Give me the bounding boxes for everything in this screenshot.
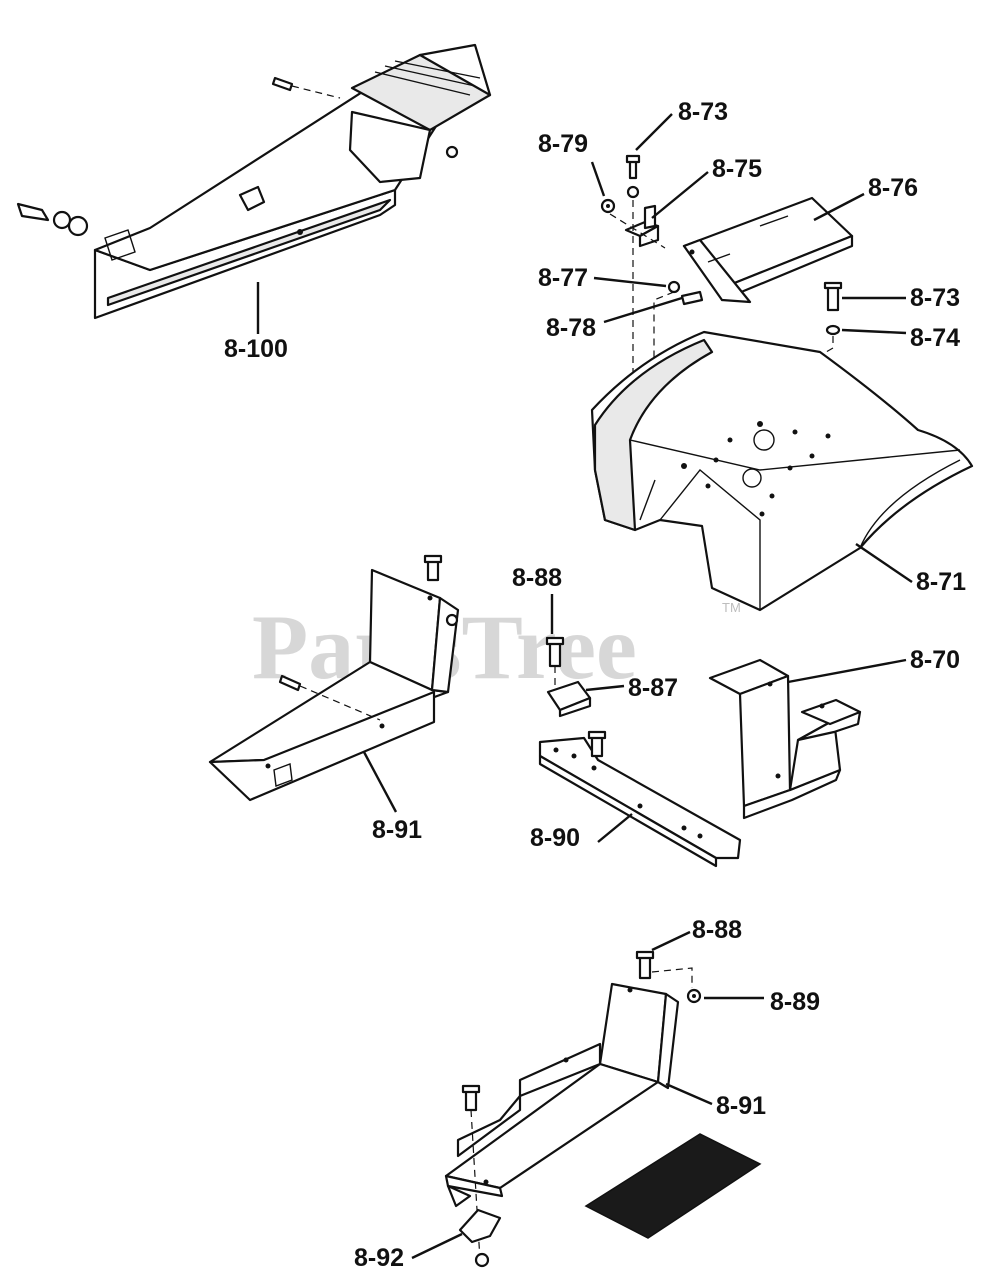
leader-8-75 (651, 171, 709, 219)
watermark-trademark: TM (722, 600, 741, 615)
callout-8-88-bottom: 8-88 (692, 916, 742, 944)
leader-8-73-top (635, 113, 673, 151)
leader-8-91-bottom (665, 1082, 713, 1106)
callout-8-92: 8-92 (354, 1244, 404, 1272)
callout-8-88-mid: 8-88 (512, 564, 562, 592)
leader-8-74 (841, 328, 907, 335)
callout-8-75: 8-75 (712, 155, 762, 183)
leader-8-71 (855, 543, 913, 583)
part-8-76-plate[interactable] (682, 196, 854, 304)
callout-8-79: 8-79 (538, 130, 588, 158)
callout-8-70: 8-70 (910, 646, 960, 674)
leader-8-88-bottom (651, 930, 691, 952)
part-8-73-bolt-top (625, 154, 641, 199)
callout-8-76: 8-76 (868, 174, 918, 202)
part-8-100-bolt (16, 76, 459, 237)
leader-8-92 (411, 1232, 463, 1260)
part-8-79-nut (600, 198, 616, 214)
part-8-91-guard-left[interactable] (208, 568, 460, 802)
callout-8-73-right: 8-73 (910, 284, 960, 312)
callout-8-73-top: 8-73 (678, 98, 728, 126)
part-8-75-bracket (624, 204, 660, 248)
part-8-91-bolts (278, 554, 459, 721)
part-8-88-bolt-mid (545, 636, 565, 686)
leader-8-90 (597, 813, 633, 843)
callout-8-87: 8-87 (628, 674, 678, 702)
callout-8-71: 8-71 (916, 568, 966, 596)
assembly-line-4 (609, 213, 666, 249)
leader-8-76 (813, 192, 865, 222)
callout-8-77: 8-77 (538, 264, 588, 292)
leader-8-70 (787, 658, 907, 684)
leader-8-91-left (362, 751, 398, 813)
callout-8-74: 8-74 (910, 324, 960, 352)
leader-8-87 (585, 684, 625, 692)
leader-8-78 (603, 296, 683, 324)
part-8-70-bracket[interactable] (708, 658, 862, 820)
callout-8-91-left: 8-91 (372, 816, 422, 844)
leader-8-79 (590, 161, 606, 197)
part-8-100-pan[interactable] (93, 43, 492, 320)
part-8-71-fender[interactable] (590, 330, 974, 612)
part-8-92-clip (458, 1208, 502, 1268)
callout-8-91-bottom: 8-91 (716, 1092, 766, 1120)
callout-8-78: 8-78 (546, 314, 596, 342)
leader-8-77 (593, 276, 667, 288)
part-8-78-bolt (680, 290, 704, 306)
part-8-89-nut (686, 988, 702, 1004)
callout-8-90: 8-90 (530, 824, 580, 852)
part-8-73-bolt-right (823, 281, 843, 336)
part-8-91-guard-bottom[interactable] (444, 982, 680, 1208)
part-8-90-bolt (587, 730, 607, 758)
part-8-77-nut (667, 280, 681, 294)
callout-8-100: 8-100 (224, 335, 288, 363)
part-8-87-clamp (546, 680, 592, 718)
black-pad (584, 1133, 762, 1239)
callout-8-89: 8-89 (770, 988, 820, 1016)
part-8-90-bar[interactable] (538, 736, 742, 868)
